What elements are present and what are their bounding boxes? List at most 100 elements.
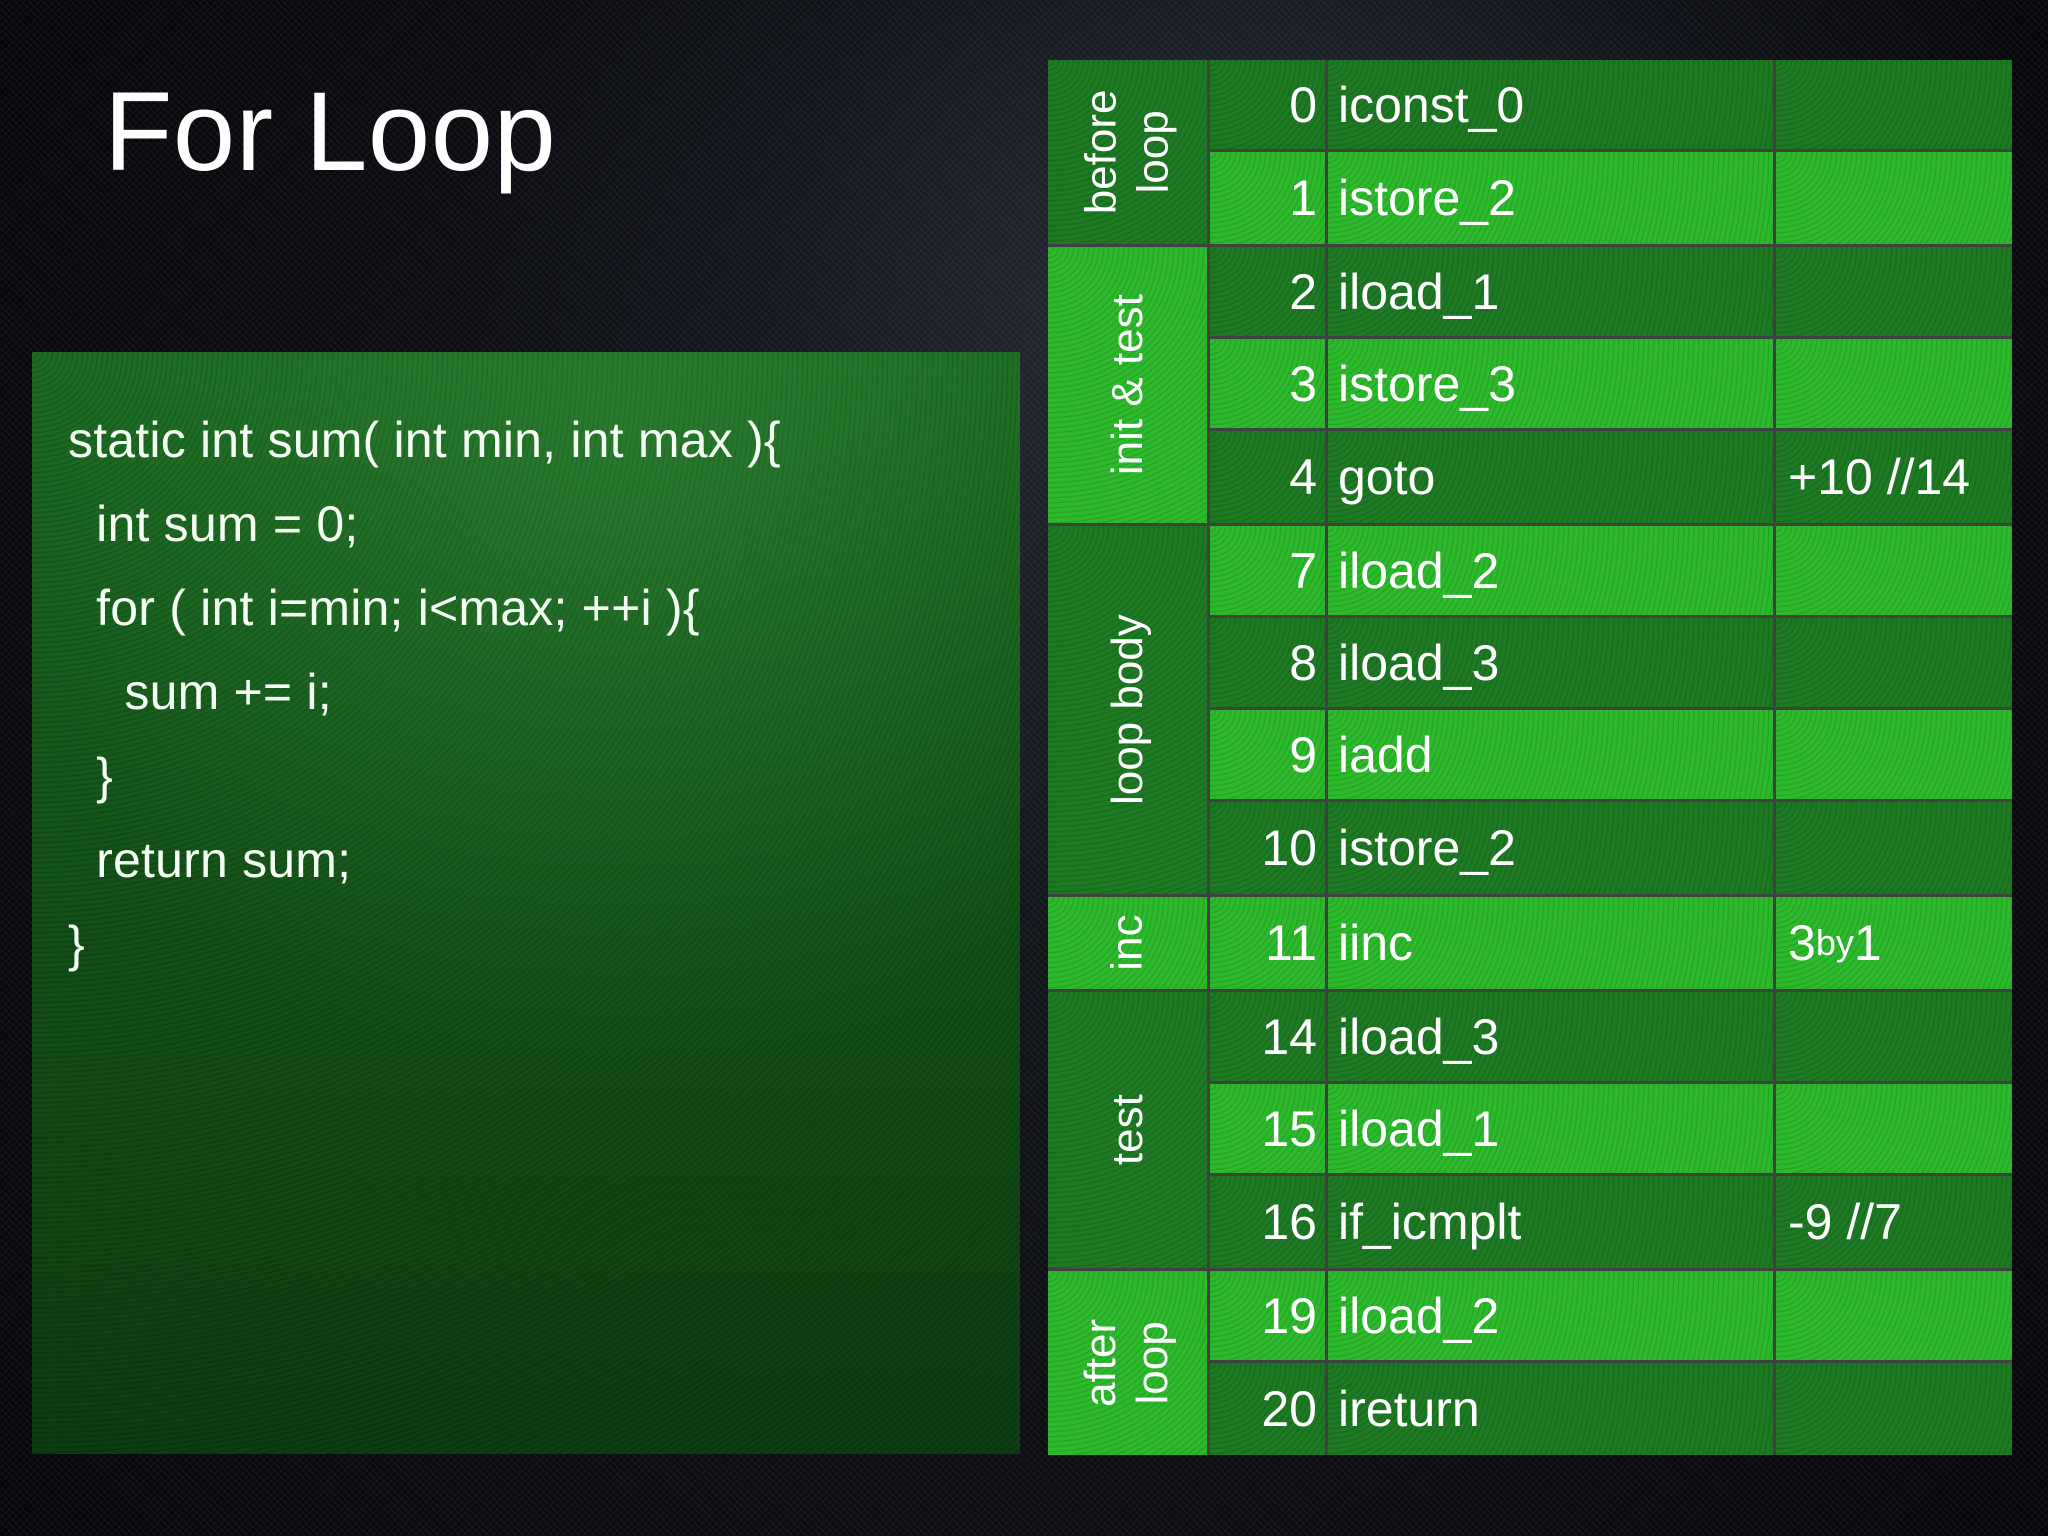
group-label-line: before xyxy=(1076,89,1126,215)
cell-operand: 3 by 1 xyxy=(1776,897,2012,989)
code-line: static int sum( int min, int max ){ xyxy=(68,412,781,468)
group-label-text: test xyxy=(1103,1095,1152,1166)
operand-value: 3 xyxy=(1788,915,1816,971)
cell-index: 15 xyxy=(1210,1084,1328,1173)
group-label-line: loop xyxy=(1128,1321,1178,1405)
group-label-cell: test xyxy=(1048,992,1210,1268)
code-line: int sum = 0; xyxy=(68,496,359,552)
cell-operand xyxy=(1776,802,2012,894)
code-line: return sum; xyxy=(68,832,352,888)
cell-operand: -9 //7 xyxy=(1776,1176,2012,1268)
cell-index: 2 xyxy=(1210,247,1328,336)
cell-operand xyxy=(1776,247,2012,336)
group-label-line: init & test xyxy=(1102,294,1152,476)
code-line: for ( int i=min; i<max; ++i ){ xyxy=(68,580,700,636)
cell-index: 8 xyxy=(1210,618,1328,707)
cell-operand: +10 //14 xyxy=(1776,431,2012,523)
group-label-line: loop xyxy=(1128,110,1178,194)
cell-index: 20 xyxy=(1210,1363,1328,1455)
cell-opcode: iload_2 xyxy=(1328,1271,1776,1360)
cell-opcode: iload_1 xyxy=(1328,247,1776,336)
group-label-line: loop body xyxy=(1102,614,1152,806)
cell-opcode: iinc xyxy=(1328,897,1776,989)
cell-index: 4 xyxy=(1210,431,1328,523)
cell-index: 3 xyxy=(1210,339,1328,428)
group-label-line: test xyxy=(1102,1094,1152,1166)
cell-index: 14 xyxy=(1210,992,1328,1081)
cell-index: 1 xyxy=(1210,152,1328,244)
cell-operand xyxy=(1776,710,2012,799)
group-label-cell: inc xyxy=(1048,897,1210,989)
cell-opcode: istore_3 xyxy=(1328,339,1776,428)
cell-operand xyxy=(1776,618,2012,707)
code-line: sum += i; xyxy=(68,664,332,720)
cell-opcode: iload_3 xyxy=(1328,992,1776,1081)
cell-operand xyxy=(1776,526,2012,615)
group-label-text: init & test xyxy=(1103,295,1152,476)
cell-opcode: istore_2 xyxy=(1328,152,1776,244)
cell-index: 0 xyxy=(1210,60,1328,149)
code-line: } xyxy=(68,916,85,972)
cell-opcode: iload_1 xyxy=(1328,1084,1776,1173)
cell-operand xyxy=(1776,1084,2012,1173)
cell-opcode: iadd xyxy=(1328,710,1776,799)
group-label-line: inc xyxy=(1102,914,1152,972)
group-label-cell: init & test xyxy=(1048,247,1210,523)
cell-operand xyxy=(1776,60,2012,149)
cell-index: 11 xyxy=(1210,897,1328,989)
cell-opcode: if_icmplt xyxy=(1328,1176,1776,1268)
cell-index: 16 xyxy=(1210,1176,1328,1268)
page-title: For Loop xyxy=(104,69,557,194)
cell-operand xyxy=(1776,992,2012,1081)
cell-operand xyxy=(1776,1363,2012,1455)
source-code-panel: static int sum( int min, int max ){ int … xyxy=(32,352,1020,1454)
cell-opcode: goto xyxy=(1328,431,1776,523)
cell-index: 10 xyxy=(1210,802,1328,894)
cell-operand xyxy=(1776,1271,2012,1360)
operand-keyword: by xyxy=(1815,922,1854,963)
group-label-text: inc xyxy=(1103,915,1152,971)
operand-tail: 1 xyxy=(1853,915,1882,971)
group-label-text: loop body xyxy=(1103,615,1152,806)
cell-opcode: iload_3 xyxy=(1328,618,1776,707)
cell-opcode: iconst_0 xyxy=(1328,60,1776,149)
cell-operand xyxy=(1776,339,2012,428)
cell-opcode: istore_2 xyxy=(1328,802,1776,894)
cell-index: 19 xyxy=(1210,1271,1328,1360)
code-line: } xyxy=(68,748,114,804)
cell-index: 9 xyxy=(1210,710,1328,799)
